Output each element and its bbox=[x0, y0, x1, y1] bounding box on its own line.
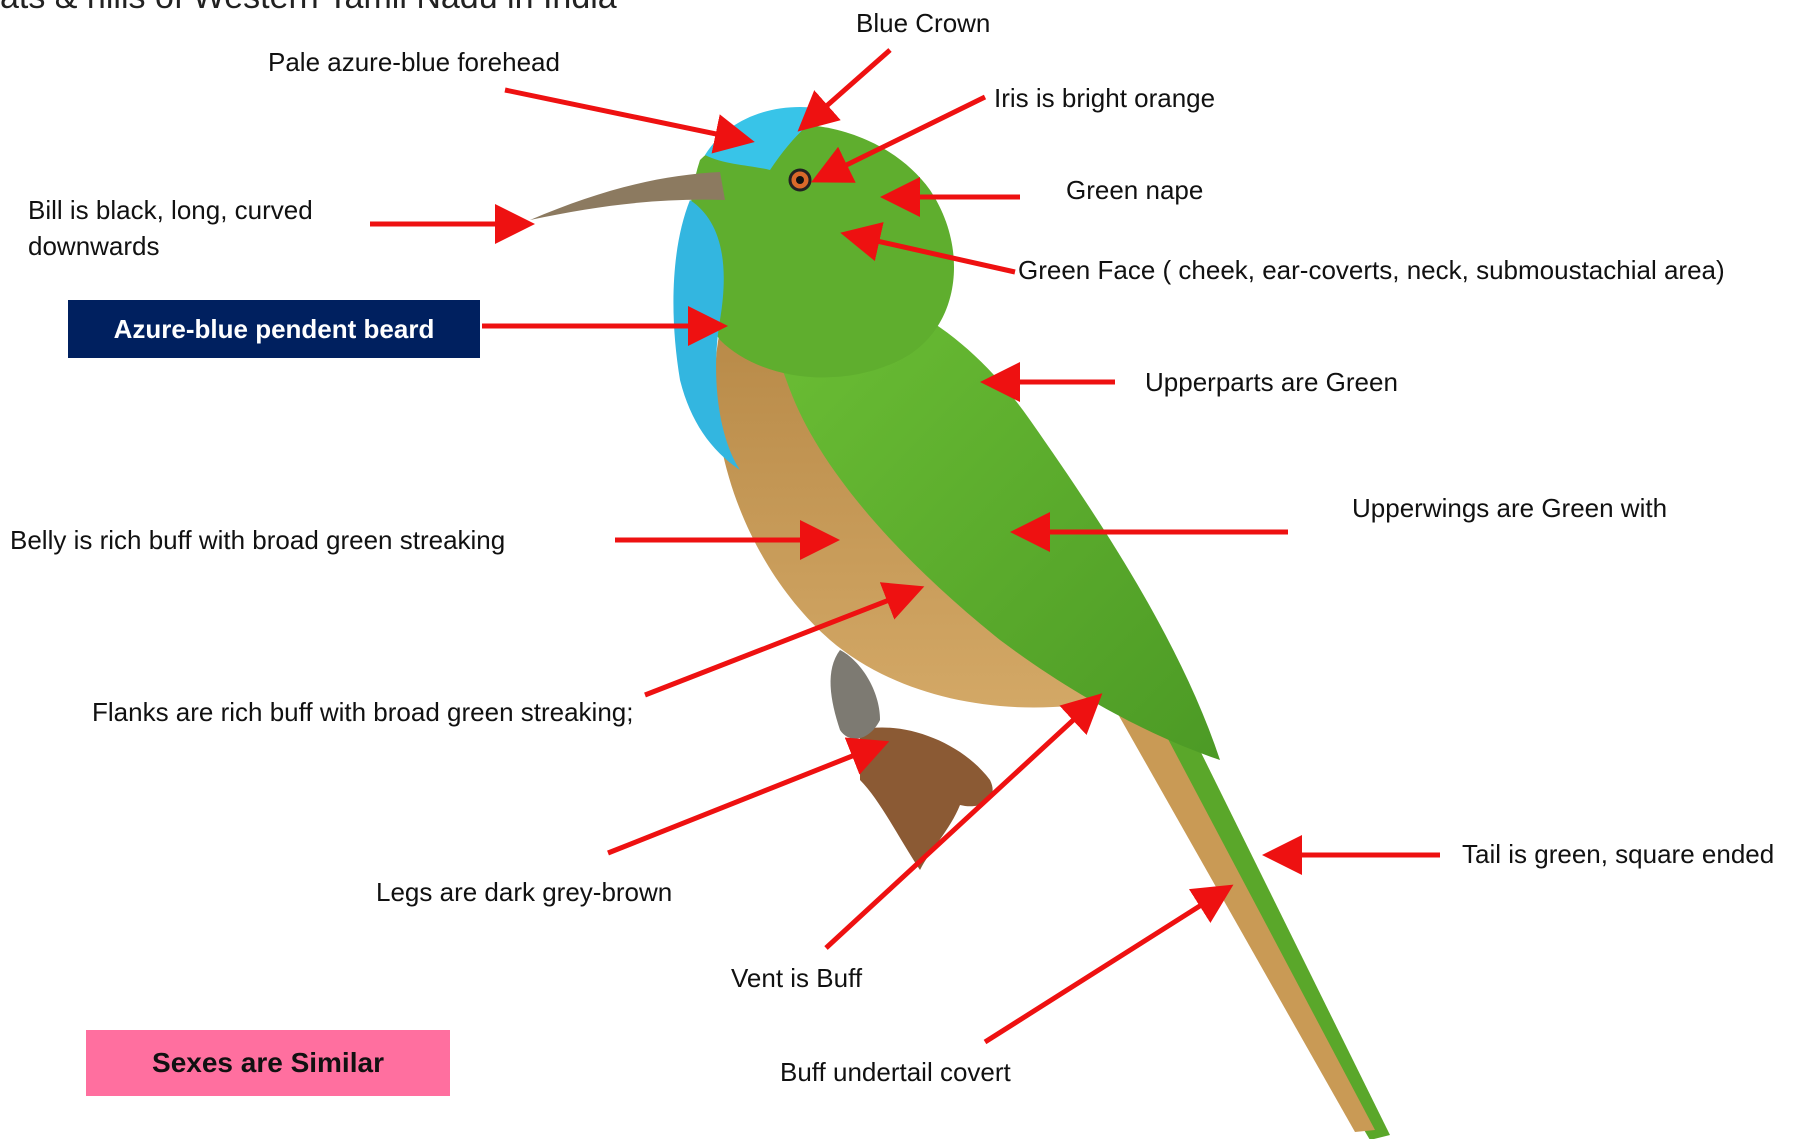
perch bbox=[860, 727, 993, 870]
label-sexes: Sexes are Similar bbox=[86, 1030, 450, 1096]
arrow-forehead bbox=[505, 90, 745, 140]
label-nape: Green nape bbox=[1066, 172, 1203, 208]
label-belly: Belly is rich buff with broad green stre… bbox=[10, 522, 505, 558]
arrow-undertail bbox=[985, 890, 1225, 1042]
label-iris: Iris is bright orange bbox=[994, 80, 1215, 116]
label-upperwings: Upperwings are Green with bbox=[1352, 490, 1667, 526]
label-flanks: Flanks are rich buff with broad green st… bbox=[92, 694, 633, 730]
label-undertail: Buff undertail covert bbox=[780, 1054, 1011, 1090]
label-legs: Legs are dark grey-brown bbox=[376, 874, 672, 910]
label-face: Green Face ( cheek, ear-coverts, neck, s… bbox=[1018, 252, 1725, 288]
arrow-blue-crown bbox=[805, 50, 890, 125]
label-bill: Bill is black, long, curved downwards bbox=[28, 192, 388, 264]
label-beard: Azure-blue pendent beard bbox=[68, 300, 480, 358]
label-blue-crown: Blue Crown bbox=[856, 5, 990, 41]
bird-undertail bbox=[1110, 700, 1375, 1132]
arrow-legs bbox=[608, 745, 880, 853]
label-upperparts: Upperparts are Green bbox=[1145, 364, 1398, 400]
label-vent: Vent is Buff bbox=[731, 960, 862, 996]
label-tail: Tail is green, square ended bbox=[1462, 836, 1774, 872]
label-forehead: Pale azure-blue forehead bbox=[268, 44, 560, 80]
